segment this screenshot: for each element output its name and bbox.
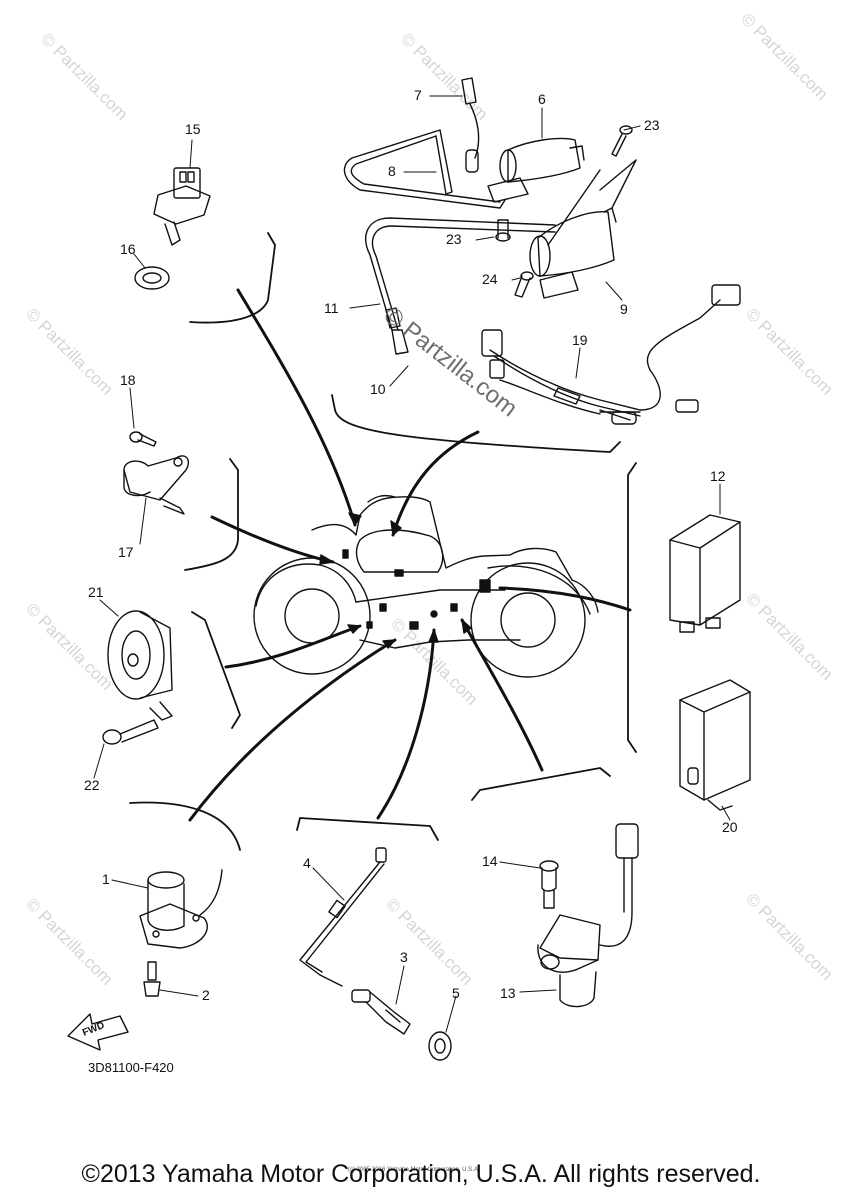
marker bbox=[379, 603, 387, 612]
callout-16: 16 bbox=[120, 241, 136, 257]
callout-numbers: 15 16 7 6 8 23 23 24 9 11 10 19 18 17 12… bbox=[84, 87, 738, 1003]
part-code: 3D81100-F420 bbox=[88, 1060, 174, 1075]
watermark-layer: © Partzilla.com © Partzilla.com © Partzi… bbox=[22, 9, 836, 988]
rear-fender bbox=[487, 565, 591, 615]
small-copyright: (c) 2005-2016 Yamaha Motor Corporation, … bbox=[348, 1167, 480, 1173]
ecu-part-12 bbox=[669, 514, 741, 633]
watermark-text: © Partzilla.com bbox=[742, 589, 836, 683]
watermark-text: © Partzilla.com bbox=[737, 9, 831, 103]
callout-18: 18 bbox=[120, 372, 136, 388]
watermark-text: © Partzilla.com bbox=[382, 894, 476, 988]
plug-lead-part-8 bbox=[343, 129, 506, 209]
callout-12: 12 bbox=[710, 468, 726, 484]
marker bbox=[430, 610, 438, 618]
screw-part-23-top bbox=[611, 125, 633, 157]
sensor-lead-part-4 bbox=[299, 847, 387, 987]
fwd-arrow-icon bbox=[67, 1013, 129, 1051]
rear-wheel bbox=[470, 562, 586, 678]
marker bbox=[479, 579, 491, 593]
screw-part-23-mid bbox=[495, 219, 511, 242]
marker bbox=[342, 549, 349, 559]
front-wheel-rim bbox=[284, 588, 340, 644]
callout-17: 17 bbox=[118, 544, 134, 560]
callout-9: 9 bbox=[620, 301, 628, 317]
marker bbox=[366, 621, 373, 629]
wire-harness-part-19 bbox=[481, 284, 741, 425]
sensor-part-1 bbox=[139, 869, 223, 949]
watermark-text: © Partzilla.com bbox=[742, 304, 836, 398]
callout-13: 13 bbox=[500, 985, 516, 1001]
speed-sensor-part-13 bbox=[537, 823, 639, 1008]
callout-8: 8 bbox=[388, 163, 396, 179]
callout-20: 20 bbox=[722, 819, 738, 835]
oxygen-sensor-part-3 bbox=[351, 989, 411, 1035]
callout-24: 24 bbox=[482, 271, 498, 287]
ignition-coil-part-9 bbox=[529, 159, 637, 299]
callout-14: 14 bbox=[482, 853, 498, 869]
watermark-text: © Partzilla.com bbox=[742, 889, 836, 983]
relay-part-20 bbox=[679, 679, 751, 811]
handlebar bbox=[367, 494, 396, 503]
callout-10: 10 bbox=[370, 381, 386, 397]
rear-wheel-rim bbox=[500, 592, 556, 648]
ignition-coil-part-6 bbox=[487, 137, 585, 203]
callout-6: 6 bbox=[538, 91, 546, 107]
watermark-text: © Partzilla.com bbox=[22, 894, 116, 988]
bolt-part-2 bbox=[143, 961, 161, 997]
callout-22: 22 bbox=[84, 777, 100, 793]
bolt-part-22 bbox=[102, 719, 159, 745]
plug-lead-part-11 bbox=[365, 217, 556, 331]
bracket-lines bbox=[129, 232, 637, 851]
marker bbox=[409, 621, 419, 630]
sensor-part-17 bbox=[123, 455, 190, 515]
plug-cap-part-7 bbox=[461, 77, 480, 173]
watermark-text: © Partzilla.com bbox=[22, 304, 116, 398]
bolt-part-14 bbox=[539, 860, 559, 909]
callout-19: 19 bbox=[572, 332, 588, 348]
callout-23-mid: 23 bbox=[446, 231, 462, 247]
front-fender bbox=[255, 563, 357, 607]
copyright-notice: ©2013 Yamaha Motor Corporation, U.S.A. A… bbox=[81, 1160, 761, 1188]
fwd-label: FWD bbox=[81, 1020, 106, 1039]
bolt-part-24 bbox=[514, 271, 534, 298]
callout-15: 15 bbox=[185, 121, 201, 137]
watermark-text: © Partzilla.com bbox=[397, 29, 491, 123]
fuel-tank bbox=[355, 529, 444, 573]
screw-part-18 bbox=[129, 431, 157, 447]
marker bbox=[394, 569, 404, 577]
callout-11: 11 bbox=[324, 300, 339, 316]
bike-body-outline bbox=[311, 496, 599, 613]
washer-part-16 bbox=[134, 266, 170, 290]
gasket-part-5 bbox=[428, 1031, 452, 1061]
callout-7: 7 bbox=[414, 87, 422, 103]
watermark-text: © Partzilla.com bbox=[37, 29, 131, 123]
center-watermark: © Partzilla.com bbox=[378, 301, 522, 422]
callout-2: 2 bbox=[202, 987, 210, 1003]
horn-part-21 bbox=[107, 610, 173, 721]
sensor-part-15 bbox=[153, 167, 211, 246]
marker bbox=[450, 603, 458, 612]
callout-5: 5 bbox=[452, 985, 460, 1001]
callout-21: 21 bbox=[88, 584, 104, 600]
watermark-text: © Partzilla.com bbox=[22, 599, 116, 693]
callout-3: 3 bbox=[400, 949, 408, 965]
callout-leaders bbox=[93, 95, 731, 1033]
callout-1: 1 bbox=[102, 871, 110, 887]
callout-23-top: 23 bbox=[644, 117, 660, 133]
plug-cap-part-10 bbox=[385, 307, 409, 355]
callout-4: 4 bbox=[303, 855, 311, 871]
